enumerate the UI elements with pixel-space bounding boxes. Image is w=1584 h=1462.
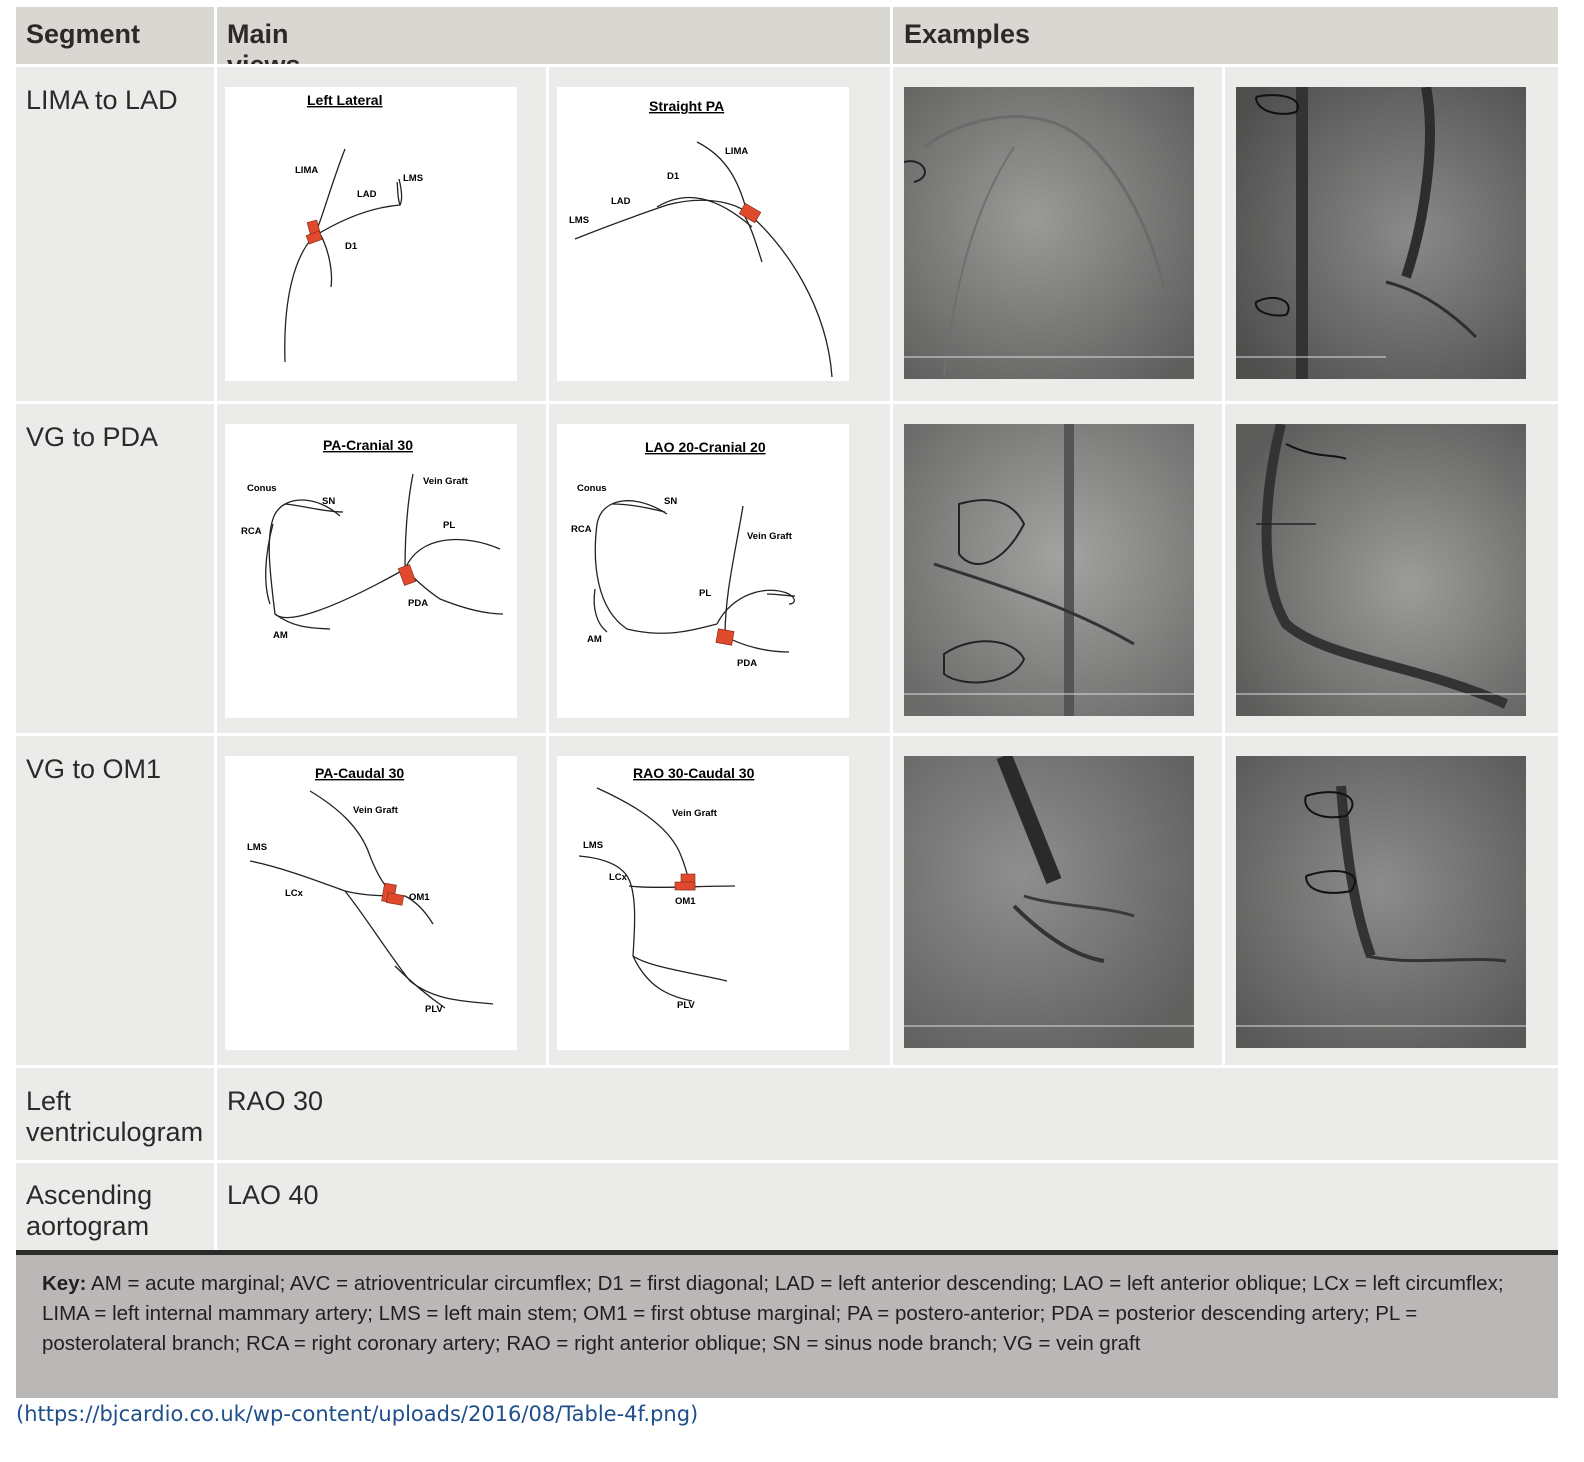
label-vein-graft: Vein Graft	[423, 476, 469, 487]
diagram-title: Left Lateral	[307, 92, 382, 108]
label-plv: PLV	[677, 1000, 695, 1011]
diagram-title: PA-Caudal 30	[315, 765, 404, 781]
segment-vg-to-pda: VG to PDA	[26, 422, 159, 452]
label-d1: D1	[667, 171, 680, 182]
label-am: AM	[587, 634, 602, 645]
label-rca: RCA	[241, 526, 262, 537]
angiogram-example-image	[1236, 756, 1526, 1048]
segment-lima-to-lad: LIMA to LAD	[26, 85, 178, 115]
label-rca: RCA	[571, 524, 592, 535]
key-label: Key:	[42, 1272, 87, 1295]
label-conus: Conus	[577, 483, 607, 494]
diagram-left-lateral: Left Lateral LIMA LMS LAD D1	[225, 87, 517, 381]
label-sn: SN	[664, 496, 677, 507]
diagram-rao30-caudal30: RAO 30-Caudal 30 Vein Graft LMS LCx OM1 …	[557, 756, 849, 1050]
key-legend: Key: AM = acute marginal; AVC = atrioven…	[16, 1250, 1558, 1398]
angiogram-example-image	[904, 424, 1194, 716]
label-pl: PL	[699, 588, 711, 599]
label-lms: LMS	[247, 842, 267, 853]
angiogram-example-image	[1236, 87, 1526, 379]
label-om1: OM1	[675, 896, 696, 907]
main-view-lao40: LAO 40	[227, 1180, 319, 1210]
label-vein-graft: Vein Graft	[672, 808, 718, 819]
diagram-lao20-cranial20: LAO 20-Cranial 20 Conus SN RCA Vein Graf…	[557, 424, 849, 718]
diagram-straight-pa: Straight PA LIMA D1 LAD LMS	[557, 87, 849, 381]
label-lima: LIMA	[725, 146, 748, 157]
label-d1: D1	[345, 241, 358, 252]
label-lms: LMS	[583, 840, 603, 851]
label-pda: PDA	[408, 598, 428, 609]
key-text: AM = acute marginal; AVC = atrioventricu…	[42, 1272, 1504, 1355]
diagram-title: Straight PA	[649, 98, 724, 114]
label-vein-graft: Vein Graft	[747, 531, 793, 542]
label-sn: SN	[322, 496, 335, 507]
diagram-pa-caudal-30: PA-Caudal 30 Vein Graft LMS LCx OM1 PLV	[225, 756, 517, 1050]
segment-ascending-aortogram: Ascending aortogram	[26, 1180, 153, 1241]
label-conus: Conus	[247, 483, 277, 494]
angiogram-example-image	[904, 87, 1194, 379]
source-link[interactable]: (https://bjcardio.co.uk/wp-content/uploa…	[16, 1402, 699, 1426]
diagram-title: RAO 30-Caudal 30	[633, 765, 755, 781]
header-examples: Examples	[904, 19, 1031, 49]
header-segment: Segment	[26, 19, 141, 49]
main-view-rao30: RAO 30	[227, 1086, 324, 1116]
label-pl: PL	[443, 520, 455, 531]
label-lms: LMS	[569, 215, 589, 226]
label-am: AM	[273, 630, 288, 641]
table-header	[16, 7, 1558, 67]
label-pda: PDA	[737, 658, 757, 669]
angiogram-example-image	[1236, 424, 1526, 716]
diagram-title: PA-Cranial 30	[323, 437, 413, 453]
label-lad: LAD	[611, 196, 631, 207]
label-lima: LIMA	[295, 165, 318, 176]
label-om1: OM1	[409, 892, 430, 903]
angiogram-example-image	[904, 756, 1194, 1048]
label-vein-graft: Vein Graft	[353, 805, 399, 816]
label-lad: LAD	[357, 189, 377, 200]
diagram-title: LAO 20-Cranial 20	[645, 439, 766, 455]
label-lcx: LCx	[609, 872, 628, 883]
label-lcx: LCx	[285, 888, 304, 899]
segment-left-ventriculogram: Left ventriculogram	[26, 1086, 204, 1147]
segment-vg-to-om1: VG to OM1	[26, 754, 162, 784]
diagram-pa-cranial-30: PA-Cranial 30 Conus SN Vein Graft RCA PL…	[225, 424, 517, 718]
label-plv: PLV	[425, 1004, 443, 1015]
label-lms: LMS	[403, 173, 423, 184]
